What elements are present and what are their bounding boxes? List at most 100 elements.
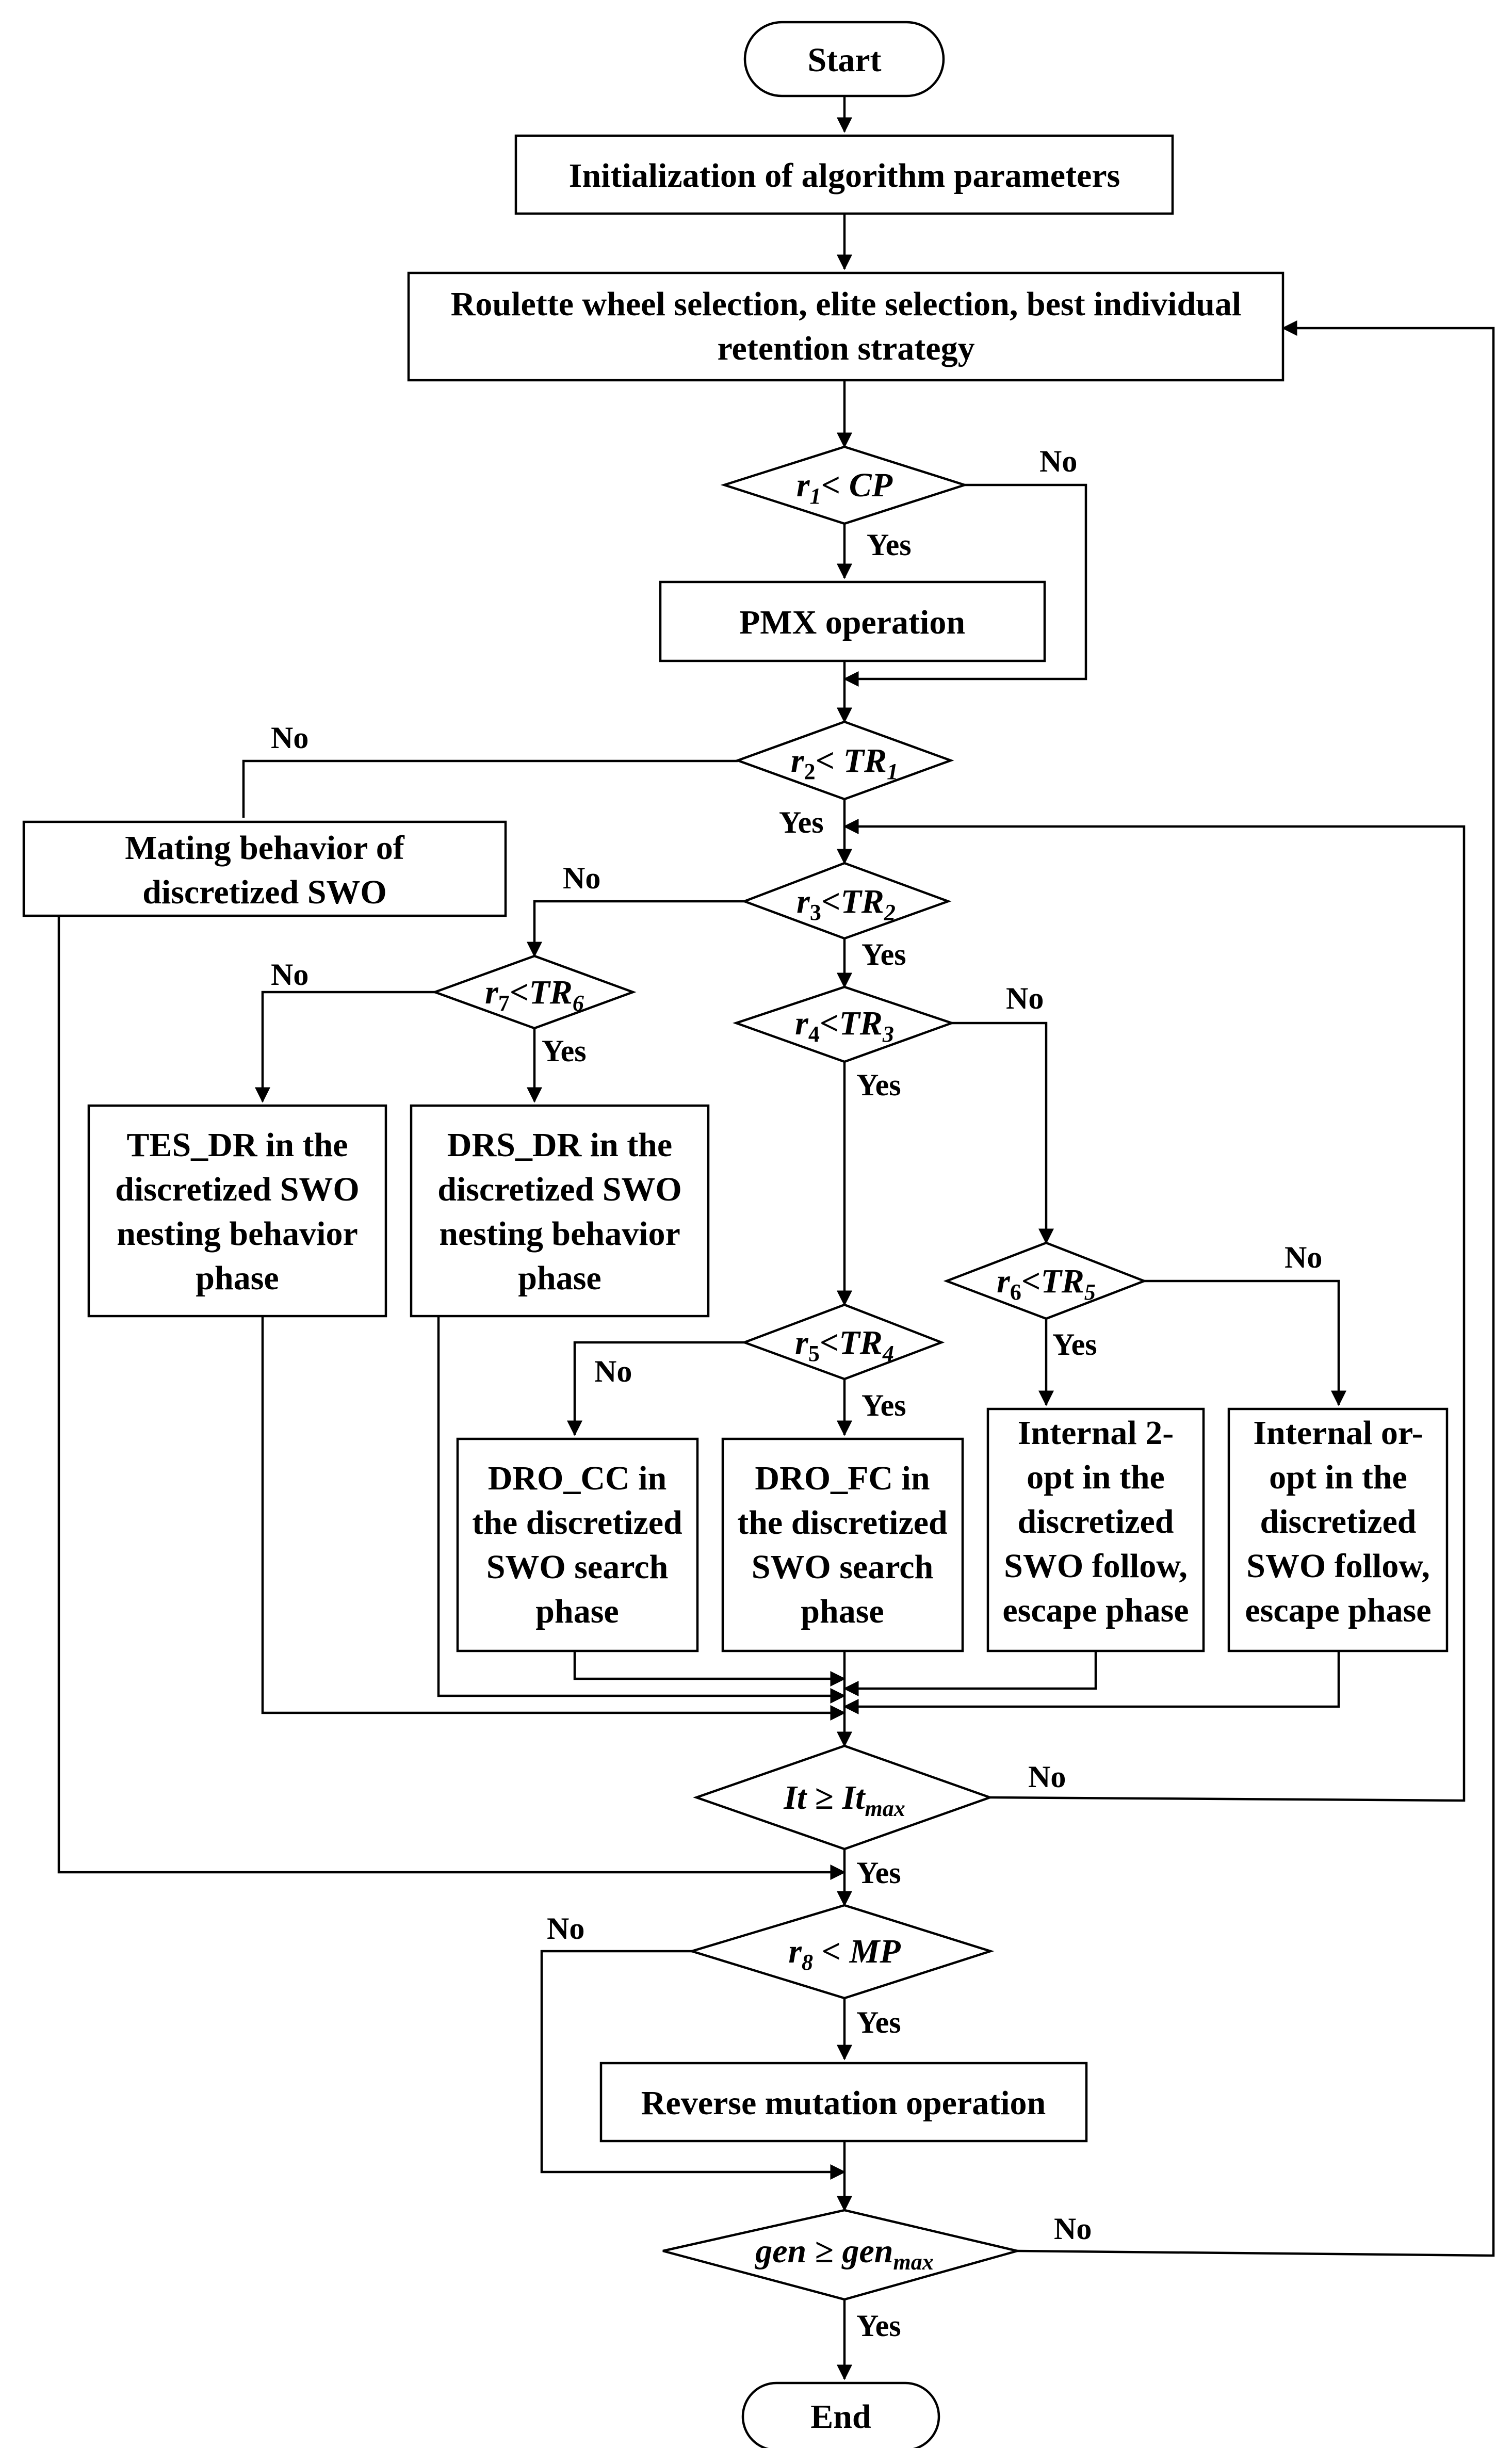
dro-fc-label-line-4: phase (801, 1593, 884, 1630)
branch-no-gen: No (1054, 2212, 1092, 2246)
decision-tr2: r3<TR2 (741, 862, 952, 940)
dro-fc-label-line-1: DRO_FC in (755, 1460, 930, 1497)
or-opt-label-line-2: opt in the (1269, 1458, 1407, 1496)
branch-yes-tr5: Yes (1052, 1327, 1097, 1361)
two-opt-label-line-4: SWO follow, (1004, 1547, 1188, 1585)
mutation-node: Reverse mutation operation (599, 2062, 1088, 2143)
dro-cc-label-line-1: DRO_CC in (488, 1460, 667, 1497)
decision-tr1: r2< TR1 (734, 720, 954, 801)
branch-no-tr3: No (1006, 981, 1044, 1015)
pmx-label: PMX operation (739, 604, 965, 641)
branch-yes-tr3: Yes (856, 1068, 901, 1102)
edge-it-no-loop (843, 819, 1466, 1802)
edge-tr6-tes (255, 991, 435, 1103)
or-opt-label-line-3: discretized (1260, 1503, 1416, 1541)
dro-fc-label-line-2: the discretized (737, 1504, 948, 1542)
end-label: End (810, 2398, 871, 2436)
branch-yes-gen: Yes (856, 2309, 901, 2343)
start-node: Start (743, 21, 945, 98)
edge-tr4-drocc (567, 1341, 744, 1436)
drs-dr-label-line-4: phase (518, 1259, 601, 1297)
tes-dr-label-line-2: discretized SWO (115, 1171, 360, 1208)
decision-tr3: r4<TR3 (733, 985, 955, 1063)
or-opt-label-line-4: SWO follow, (1246, 1547, 1430, 1585)
dro-fc-label-line-3: SWO search (752, 1548, 934, 1586)
branch-yes-tr1: Yes (779, 805, 824, 839)
two-opt-label-line-2: opt in the (1027, 1458, 1165, 1496)
dro-cc-label-line-4: phase (535, 1593, 619, 1630)
two-opt-label-line-1: Internal 2- (1018, 1414, 1174, 1452)
mating-label-line-1: Mating behavior of (125, 829, 404, 867)
mutation-label: Reverse mutation operation (641, 2084, 1046, 2122)
edge-gen-no-loop (1017, 320, 1495, 2257)
two-opt-node: Internal 2- opt in the discretized SWO f… (986, 1407, 1205, 1652)
branch-yes-cp: Yes (867, 528, 912, 562)
decision-mp-label: r8 < MP (788, 1933, 901, 1975)
decision-tr2-label: r3<TR2 (796, 883, 896, 925)
decision-gen: gen ≥ genmax (662, 2209, 1018, 2301)
edge-tes-merge (261, 1316, 846, 1721)
dro-cc-label-line-2: the discretized (472, 1504, 682, 1542)
tes-dr-node: TES_DR in the discretized SWO nesting be… (87, 1104, 387, 1318)
branch-no-tr6: No (271, 958, 308, 992)
branch-yes-mp: Yes (856, 2005, 901, 2039)
edge-2opt-merge (843, 1651, 1097, 1696)
branch-no-tr2: No (563, 861, 600, 895)
dro-fc-node: DRO_FC in the discretized SWO search pha… (721, 1437, 964, 1652)
branch-no-mp: No (547, 1911, 584, 1946)
decision-it-label: It ≥ Itmax (783, 1779, 905, 1821)
branch-no-cp: No (1039, 444, 1077, 478)
branch-yes-tr2: Yes (861, 937, 906, 971)
selection-label-line-1: Roulette wheel selection, elite selectio… (451, 285, 1241, 323)
tes-dr-label-line-1: TES_DR in the (126, 1126, 348, 1164)
selection-node: Roulette wheel selection, elite selectio… (407, 271, 1285, 382)
branch-labels: No Yes No Yes No Yes No Yes No Yes No Ye… (271, 444, 1322, 2343)
init-label: Initialization of algorithm parameters (569, 157, 1120, 194)
decision-cp-label: r1< CP (796, 466, 893, 509)
drs-dr-label-line-2: discretized SWO (437, 1171, 682, 1208)
decision-tr5: r6<TR5 (943, 1241, 1148, 1320)
decision-cp: r1< CP (720, 445, 969, 525)
selection-label-line-2: retention strategy (717, 330, 974, 367)
edge-tr3-tr5 (952, 1022, 1054, 1244)
drs-dr-label-line-3: nesting behavior (439, 1215, 680, 1253)
edges (57, 96, 1495, 2380)
tes-dr-label-line-3: nesting behavior (117, 1215, 358, 1253)
decision-tr3-label: r4<TR3 (795, 1004, 894, 1047)
decision-it: It ≥ Itmax (693, 1744, 994, 1851)
mating-label-line-2: discretized SWO (142, 873, 387, 911)
decision-tr1-label: r2< TR1 (791, 742, 898, 784)
branch-yes-tr6: Yes (542, 1034, 587, 1068)
edge-tr1-mating (242, 759, 738, 818)
branch-no-tr5: No (1285, 1240, 1322, 1274)
tes-dr-label-line-4: phase (196, 1259, 279, 1297)
or-opt-node: Internal or- opt in the discretized SWO … (1227, 1407, 1449, 1652)
init-node: Initialization of algorithm parameters (514, 134, 1174, 215)
decision-tr6: r7<TR6 (431, 954, 637, 1030)
decision-tr4-label: r5<TR4 (795, 1324, 894, 1366)
or-opt-label-line-1: Internal or- (1253, 1414, 1423, 1452)
drs-dr-node: DRS_DR in the discretized SWO nesting be… (410, 1104, 710, 1318)
decision-tr6-label: r7<TR6 (485, 974, 584, 1016)
decision-tr5-label: r6<TR5 (997, 1262, 1096, 1305)
branch-no-it: No (1028, 1760, 1066, 1794)
branch-no-tr1: No (271, 721, 308, 755)
branch-no-tr4: No (594, 1354, 632, 1388)
edge-oropt-merge (843, 1651, 1340, 1714)
or-opt-label-line-5: escape phase (1245, 1592, 1431, 1629)
mating-node: Mating behavior of discretized SWO (22, 820, 507, 917)
start-label: Start (808, 41, 882, 79)
branch-yes-tr4: Yes (861, 1388, 906, 1422)
dro-cc-label-line-3: SWO search (486, 1548, 669, 1586)
edge-mating-merge (57, 916, 846, 1880)
edge-mp-no (540, 1950, 846, 2180)
drs-dr-label-line-1: DRS_DR in the (447, 1126, 672, 1164)
edge-cp-no (843, 483, 1087, 687)
two-opt-label-line-3: discretized (1017, 1503, 1174, 1541)
two-opt-label-line-5: escape phase (1002, 1592, 1189, 1629)
end-node: End (741, 2381, 940, 2448)
edge-tr2-tr6 (527, 900, 744, 958)
branch-yes-it: Yes (856, 1856, 901, 1890)
edge-tr5-oropt (1144, 1279, 1346, 1406)
